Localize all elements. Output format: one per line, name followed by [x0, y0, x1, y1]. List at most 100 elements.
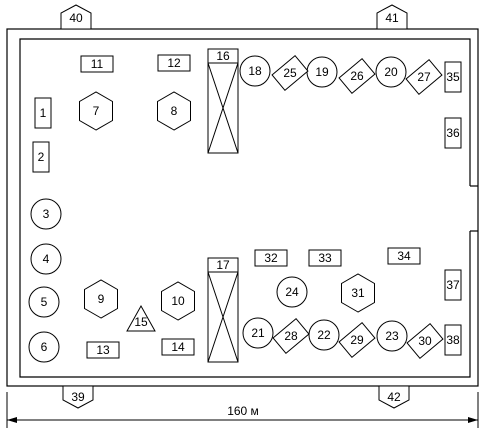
item-label: 25 [283, 66, 297, 80]
item-17-crossed-rect [207, 257, 239, 363]
dimension-line: 160 м [6, 392, 479, 428]
item-14: 14 [161, 338, 195, 356]
item-2-rect-tall [32, 141, 50, 173]
item-9-hexagon [84, 279, 118, 319]
item-label: 36 [446, 126, 460, 140]
item-23-circle [376, 320, 408, 352]
item-13: 13 [86, 341, 120, 359]
item-21: 21 [242, 317, 274, 349]
item-label: 9 [98, 292, 105, 306]
item-6: 6 [28, 331, 60, 363]
inner-wall [19, 38, 471, 378]
item-12: 12 [157, 54, 191, 72]
item-37: 37 [444, 269, 462, 301]
item-23: 23 [376, 320, 408, 352]
item-11-rect [80, 55, 114, 73]
item-32: 32 [254, 249, 288, 267]
outer-wall [6, 28, 479, 387]
item-label: 12 [167, 56, 181, 70]
gate-label: 41 [385, 11, 399, 25]
item-label: 35 [446, 70, 460, 84]
item-20: 20 [375, 56, 407, 88]
item-29-diamond [338, 321, 376, 359]
item-16-crossed-rect [207, 48, 239, 154]
item-label: 24 [285, 285, 299, 299]
item-7-hexagon [79, 91, 113, 131]
item-10-hexagon [161, 281, 195, 321]
item-19: 19 [306, 56, 338, 88]
item-label: 18 [248, 64, 262, 78]
item-3: 3 [30, 198, 62, 230]
item-35-rect-tall [444, 61, 462, 93]
item-label: 8 [171, 104, 178, 118]
item-label: 17 [216, 258, 230, 272]
item-1: 1 [34, 97, 52, 129]
gate-40: 40 [60, 4, 92, 30]
gate-42: 42 [378, 385, 410, 409]
item-label: 1 [40, 106, 47, 120]
item-26-diamond [338, 57, 376, 95]
item-29: 29 [338, 321, 376, 359]
item-label: 13 [96, 343, 110, 357]
gate-marker [62, 385, 94, 409]
item-15-triangle [126, 304, 156, 332]
item-33: 33 [308, 249, 342, 267]
item-37-rect-tall [444, 269, 462, 301]
item-label: 29 [350, 333, 364, 347]
item-label: 16 [216, 49, 230, 63]
item-label: 11 [91, 57, 104, 71]
item-38: 38 [444, 324, 462, 356]
item-1-rect-tall [34, 97, 52, 129]
item-label: 21 [251, 326, 265, 340]
gate-marker [378, 385, 410, 409]
item-11: 11 [80, 55, 114, 73]
item-label: 30 [418, 334, 432, 348]
item-label: 32 [264, 251, 278, 265]
item-14-rect [161, 338, 195, 356]
item-label: 5 [41, 295, 48, 309]
item-36-rect-tall [444, 117, 462, 149]
item-label: 38 [446, 333, 460, 347]
item-label: 15 [134, 315, 148, 329]
item-3-circle [30, 198, 62, 230]
item-24: 24 [276, 276, 308, 308]
item-label: 7 [93, 104, 100, 118]
item-35: 35 [444, 61, 462, 93]
item-label: 10 [171, 294, 185, 308]
item-30: 30 [406, 322, 444, 360]
item-10: 10 [161, 281, 195, 321]
item-17: 17 [207, 257, 239, 363]
item-8-hexagon [157, 91, 191, 131]
gate-marker [376, 4, 408, 30]
item-28-diamond [272, 317, 310, 355]
item-label: 34 [397, 249, 411, 263]
item-label: 20 [384, 65, 398, 79]
gate-41: 41 [376, 4, 408, 30]
item-label: 31 [351, 286, 365, 300]
item-12-rect [157, 54, 191, 72]
item-18-circle [239, 55, 271, 87]
item-20-circle [375, 56, 407, 88]
item-15: 15 [126, 304, 156, 332]
item-36: 36 [444, 117, 462, 149]
item-32-rect [254, 249, 288, 267]
gate-marker [60, 4, 92, 30]
item-7: 7 [79, 91, 113, 131]
item-25: 25 [271, 54, 309, 92]
item-21-circle [242, 317, 274, 349]
item-label: 4 [43, 252, 50, 266]
item-label: 37 [446, 278, 460, 292]
item-label: 3 [43, 207, 50, 221]
item-30-diamond [406, 322, 444, 360]
item-34: 34 [387, 247, 421, 265]
item-6-circle [28, 331, 60, 363]
item-9: 9 [84, 279, 118, 319]
item-label: 2 [38, 150, 45, 164]
item-18: 18 [239, 55, 271, 87]
item-label: 33 [318, 251, 332, 265]
item-label: 28 [284, 329, 298, 343]
item-34-rect [387, 247, 421, 265]
item-4-circle [30, 243, 62, 275]
